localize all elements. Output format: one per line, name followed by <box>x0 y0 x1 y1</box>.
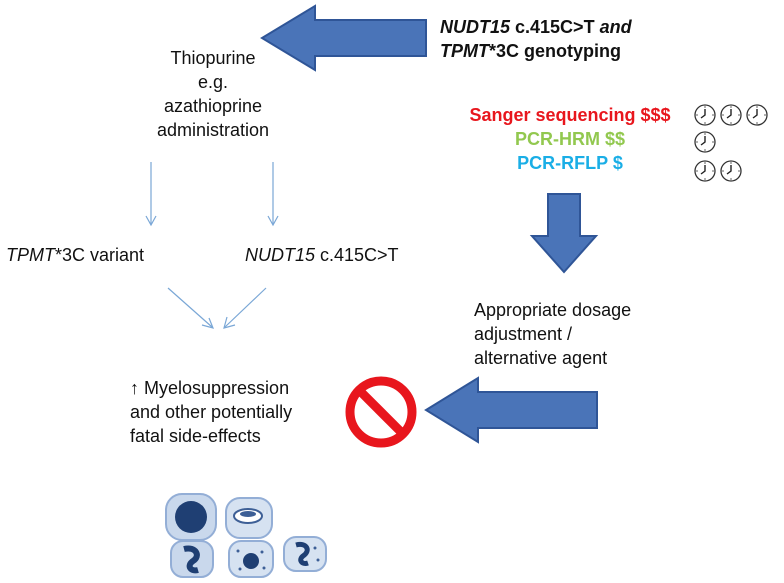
method-pcr-hrm: PCR-HRM $$ <box>514 129 625 149</box>
outcome-line2: adjustment / <box>474 324 573 344</box>
clock-icon <box>694 104 716 126</box>
arrow-genotyping-to-thiopurine <box>260 4 427 72</box>
tpmt-variant-text: *3C variant <box>55 245 145 265</box>
genotyping-title: NUDT15 c.415C>T and TPMT*3C genotyping <box>440 15 700 63</box>
clock-icon <box>746 104 768 126</box>
variant-label: c.415C>T <box>510 17 600 37</box>
tpmt-gene: TPMT <box>6 245 55 265</box>
prohibition-icon <box>345 376 417 448</box>
clock-icon <box>694 131 716 153</box>
nudt15-variant-text: c.415C>T <box>315 245 399 265</box>
outcome-line1: Appropriate dosage <box>474 300 632 320</box>
thin-arrow-nudt-to-risk <box>224 287 267 328</box>
clocks-sanger <box>693 103 769 127</box>
thiopurine-line2: e.g. <box>197 72 229 92</box>
risk-line2: and other potentially <box>130 402 293 422</box>
thin-arrowhead-tpmt <box>145 215 157 227</box>
thin-arrowhead-nudt <box>267 215 279 227</box>
clock-icon <box>720 160 742 182</box>
risk-line3: fatal side-effects <box>130 426 261 446</box>
nudt15-variant-label: NUDT15 c.415C>T <box>245 243 399 267</box>
thin-arrowhead-nudt-risk <box>223 316 236 329</box>
method-pcr-rflp: PCR-RFLP $ <box>517 153 623 173</box>
clocks-pcr-hrm <box>693 130 717 154</box>
thin-arrows <box>145 162 279 329</box>
arrow-outcome-to-risk <box>424 376 598 444</box>
tpmt-variant-label: TPMT*3C variant <box>6 243 144 267</box>
thiopurine-line1: Thiopurine <box>170 48 256 68</box>
thiopurine-line4: administration <box>156 120 270 140</box>
gene-tpmt-label: TPMT <box>440 41 489 61</box>
clock-icon <box>694 160 716 182</box>
gene-nudt15-label: NUDT15 <box>440 17 511 37</box>
outcome-box: Appropriate dosage adjustment / alternat… <box>474 298 714 370</box>
genotyping-line1: NUDT15 c.415C>T and <box>440 15 700 39</box>
clock-icon <box>720 104 742 126</box>
genotyping-line2: TPMT*3C genotyping <box>440 39 700 63</box>
arrow-methods-to-outcome <box>529 193 599 274</box>
and-label: and <box>599 17 632 37</box>
blood-cells-icon <box>165 493 327 578</box>
clocks-pcr-rflp <box>693 159 743 183</box>
methods-list: Sanger sequencing $$$ PCR-HRM $$ PCR-RFL… <box>450 103 690 175</box>
thiopurine-box: Thiopurine e.g. azathioprine administrat… <box>128 46 298 142</box>
thiopurine-line3: azathioprine <box>163 96 263 116</box>
risk-box: ↑ Myelosuppression and other potentially… <box>130 376 360 448</box>
thin-arrow-tpmt-to-risk <box>167 287 213 328</box>
risk-line1: ↑ Myelosuppression <box>130 378 290 398</box>
genotyping-label: *3C genotyping <box>489 41 622 61</box>
thin-arrowhead-tpmt-risk <box>201 317 215 329</box>
method-sanger: Sanger sequencing $$$ <box>469 105 671 125</box>
nudt15-gene: NUDT15 <box>245 245 316 265</box>
outcome-line3: alternative agent <box>474 348 608 368</box>
